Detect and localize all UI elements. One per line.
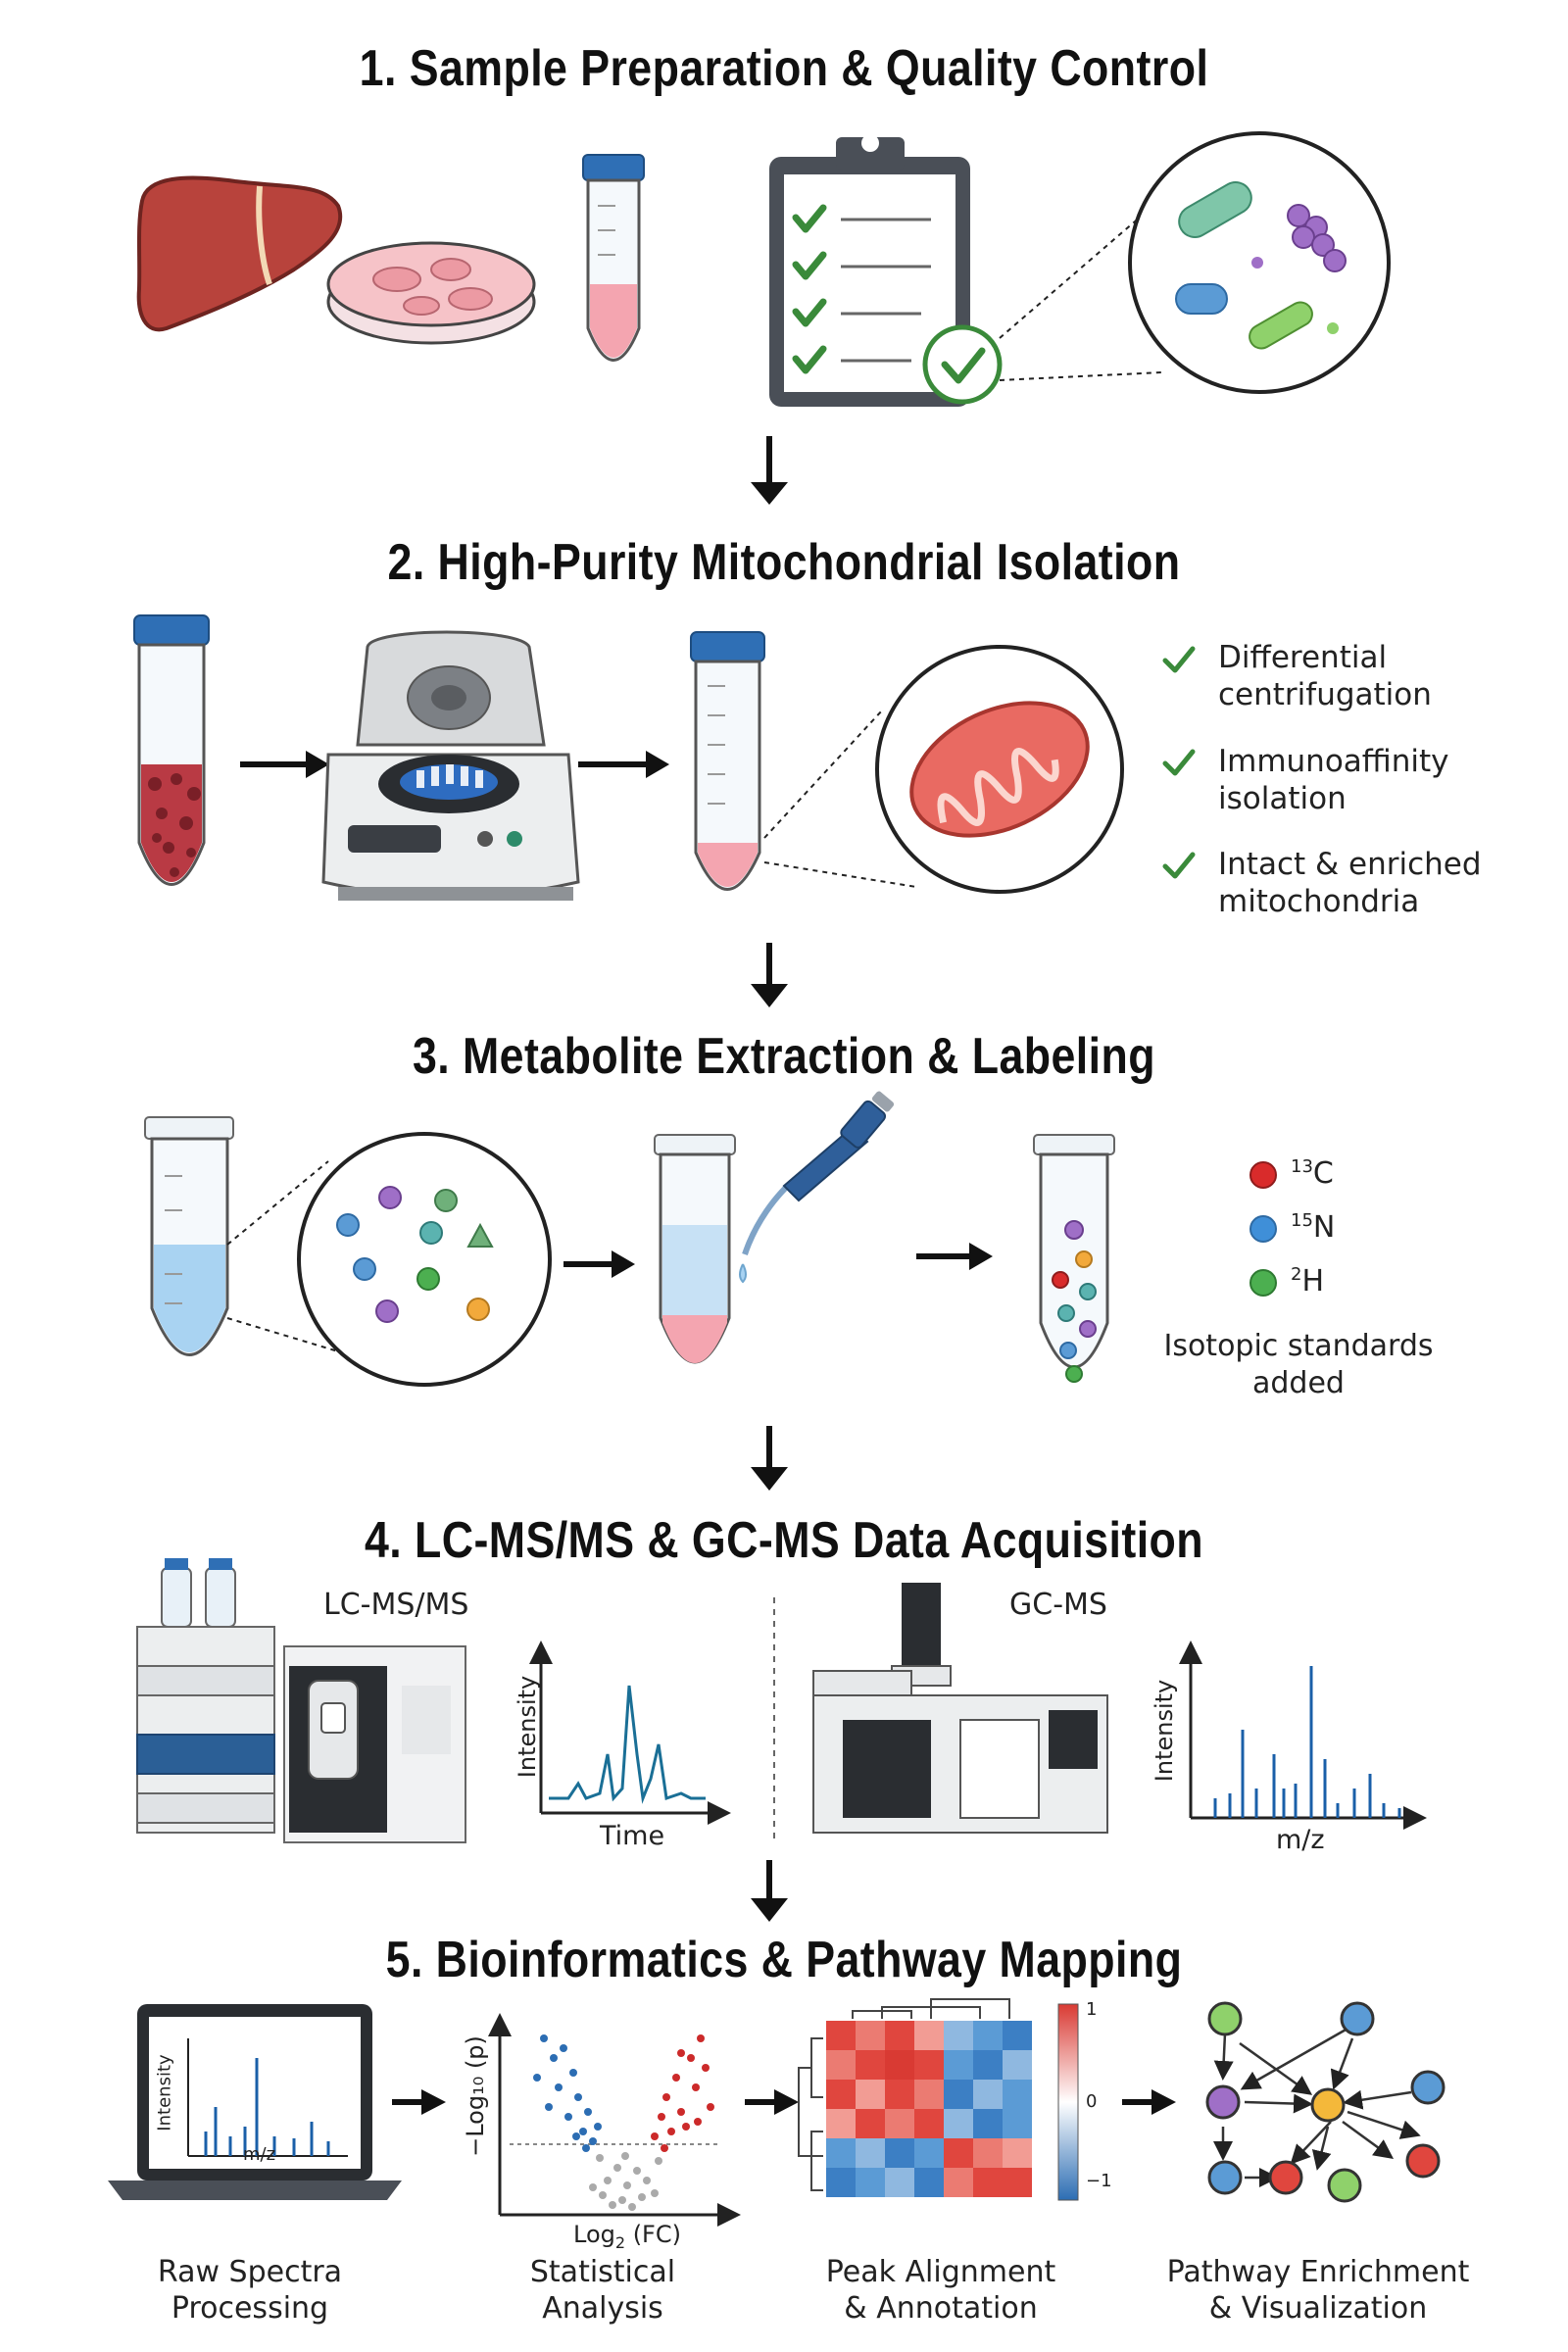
- sample-tube-icon: [582, 154, 645, 362]
- step-pathway-enrichment-line2: & Visualization: [1208, 2291, 1428, 2326]
- liver-icon: [136, 175, 343, 332]
- metabolite-magnifier: [226, 1132, 552, 1387]
- gc-ms-instrument-icon: [812, 1583, 1108, 1834]
- checklist-item-2-line1: Immunoaffinity: [1218, 744, 1449, 779]
- lc-plot-ylabel: Intensity: [514, 1675, 541, 1779]
- mitochondrion-magnifier: [763, 645, 1124, 894]
- flow-arrow-5a: [392, 2089, 446, 2115]
- stage-arrow-3-4: [751, 1426, 788, 1491]
- isotope-dot: [1250, 1268, 1277, 1297]
- isotope-tube-icon: [1033, 1134, 1115, 1383]
- stage-2-title: 2. High-Purity Mitochondrial Isolation: [387, 534, 1181, 591]
- extract-tube-icon: [144, 1116, 234, 1356]
- stage-3-title: 3. Metabolite Extraction & Labeling: [412, 1028, 1156, 1085]
- isotope-note-line1: Isotopic standards: [1163, 1329, 1434, 1363]
- volcano-plot: [488, 2013, 741, 2227]
- step-pathway-enrichment: Pathway Enrichment & Visualization: [1156, 2254, 1480, 2327]
- laptop-plot-xlabel: m/z: [243, 2144, 276, 2165]
- checklist-item-1-line2: centrifugation: [1218, 677, 1432, 712]
- stage-1-title: 1. Sample Preparation & Quality Control: [359, 40, 1209, 97]
- checklist-item-3-line1: Intact & enriched: [1218, 847, 1482, 882]
- step-pathway-enrichment-line1: Pathway Enrichment: [1166, 2255, 1470, 2289]
- isotope-mass: 15: [1291, 1210, 1313, 1231]
- step-statistical-line1: Statistical: [529, 2255, 676, 2289]
- step-statistical: Statistical Analysis: [441, 2254, 764, 2327]
- volcano-ylabel: −Log₁₀ (p): [462, 2035, 489, 2157]
- isotope-mass: 13: [1291, 1156, 1313, 1177]
- heatmap-scale-min: −1: [1086, 2171, 1112, 2191]
- isotope-element: C: [1312, 1156, 1334, 1191]
- lc-chromatogram: [529, 1641, 731, 1825]
- isotope-element: H: [1301, 1264, 1325, 1298]
- isotope-legend-h: 2H: [1250, 1264, 1324, 1298]
- isotope-legend-c: 13C: [1250, 1156, 1334, 1191]
- labeled-tube-icon: [654, 1134, 736, 1364]
- laptop-plot-ylabel: Intensity: [154, 2054, 175, 2132]
- checklist-item-2: Immunoaffinity isolation: [1218, 743, 1449, 817]
- step-statistical-line2: Analysis: [542, 2291, 663, 2326]
- volcano-xlabel: Log2 (FC): [573, 2221, 681, 2252]
- flow-arrow-5c: [1122, 2089, 1176, 2115]
- centrifuge-icon: [321, 630, 580, 901]
- homogenate-tube-icon: [133, 614, 210, 886]
- step-peak-alignment-line1: Peak Alignment: [825, 2255, 1056, 2289]
- stage-4-title: 4. LC-MS/MS & GC-MS Data Acquisition: [364, 1512, 1204, 1569]
- isotope-element: N: [1312, 1210, 1336, 1245]
- flow-arrow-3a: [564, 1250, 635, 1278]
- heatmap-scale-max: 1: [1086, 1999, 1098, 2020]
- pellet-tube-icon: [690, 631, 765, 891]
- heatmap-scale-mid: 0: [1086, 2091, 1098, 2112]
- isotope-note-line2: added: [1252, 1366, 1345, 1400]
- check-icon: [1162, 749, 1196, 776]
- stage-arrow-2-3: [751, 943, 788, 1007]
- qc-clipboard-icon: [769, 134, 1003, 407]
- checklist-item-3-line2: mitochondria: [1218, 884, 1420, 919]
- lc-plot-xlabel: Time: [600, 1821, 665, 1851]
- lc-ms-label: LC-MS/MS: [323, 1588, 469, 1622]
- isotope-legend-n: 15N: [1250, 1210, 1335, 1245]
- stage-5-title: 5. Bioinformatics & Pathway Mapping: [385, 1932, 1183, 1988]
- gc-plot-ylabel: Intensity: [1151, 1679, 1178, 1783]
- heatmap: [798, 1998, 1079, 2201]
- checklist-item-3: Intact & enriched mitochondria: [1218, 846, 1482, 920]
- isotope-dot: [1250, 1214, 1277, 1243]
- gc-spectrum: [1179, 1641, 1427, 1830]
- volcano-xlabel-sub: 2: [614, 2232, 626, 2252]
- contaminant-magnifier: [999, 131, 1391, 394]
- stage-arrow-1-2: [751, 436, 788, 505]
- checklist-item-1: Differential centrifugation: [1218, 639, 1432, 713]
- step-raw-spectra-line2: Processing: [171, 2291, 329, 2326]
- step-peak-alignment: Peak Alignment & Annotation: [779, 2254, 1102, 2327]
- flow-arrow-2a: [240, 751, 329, 778]
- isotope-dot: [1250, 1160, 1277, 1189]
- petri-dish-icon: [326, 241, 536, 345]
- gc-ms-label: GC-MS: [1009, 1588, 1107, 1622]
- step-raw-spectra-line1: Raw Spectra: [157, 2255, 343, 2289]
- volcano-xlabel-main: Log: [573, 2221, 615, 2248]
- volcano-xlabel-tail: (FC): [625, 2221, 681, 2248]
- flow-arrow-2b: [578, 751, 669, 778]
- stage-arrow-4-5: [751, 1860, 788, 1922]
- flow-arrow-3b: [916, 1243, 993, 1270]
- pipette-icon: [739, 1091, 895, 1284]
- checklist-item-1-line1: Differential: [1218, 640, 1388, 675]
- lc-ms-instrument-icon: [136, 1558, 466, 1843]
- step-peak-alignment-line2: & Annotation: [844, 2291, 1038, 2326]
- checklist-item-2-line2: isolation: [1218, 781, 1347, 816]
- check-icon: [1162, 646, 1196, 673]
- flow-arrow-5b: [745, 2089, 799, 2115]
- laptop-icon: [108, 2004, 402, 2200]
- gc-plot-xlabel: m/z: [1276, 1825, 1325, 1855]
- step-raw-spectra: Raw Spectra Processing: [88, 2254, 412, 2327]
- pathway-network: [1205, 2001, 1446, 2203]
- check-icon: [1162, 852, 1196, 879]
- isotope-mass: 2: [1291, 1264, 1302, 1285]
- isotope-note: Isotopic standards added: [1156, 1328, 1441, 1402]
